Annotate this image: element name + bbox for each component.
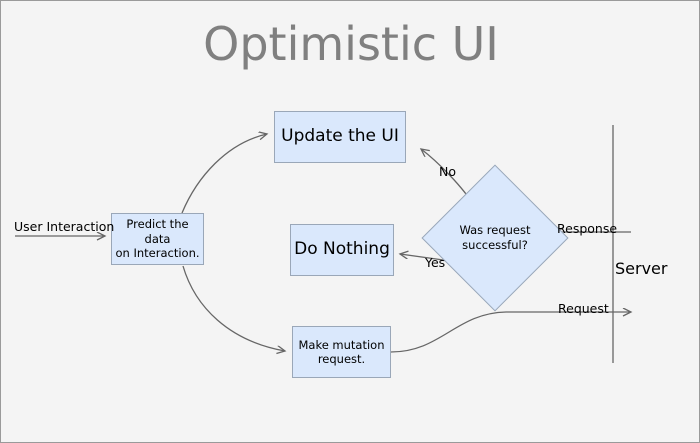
node-predict-the-data[interactable]: Predict the data on Interaction. xyxy=(111,213,204,265)
decision-line2: successful? xyxy=(462,238,528,252)
edge-label-request: Request xyxy=(558,301,609,316)
decision-line1: Was request xyxy=(459,223,531,238)
node-update-the-ui[interactable]: Update the UI xyxy=(274,111,406,163)
node-do-nothing-label: Do Nothing xyxy=(294,239,390,260)
node-make-mutation-line2: request. xyxy=(317,352,366,366)
node-make-mutation-line1: Make mutation xyxy=(298,337,385,352)
node-do-nothing[interactable]: Do Nothing xyxy=(290,224,394,276)
server-label: Server xyxy=(615,259,668,278)
page-title: Optimistic UI xyxy=(203,17,499,71)
edge-predict-to-make-mutation xyxy=(182,265,285,351)
node-predict-line1: Predict the data xyxy=(126,217,189,246)
node-make-mutation-request[interactable]: Make mutation request. xyxy=(292,326,391,378)
edge-make-mutation-to-request xyxy=(390,312,631,353)
decision-label: Was request successful? xyxy=(431,186,559,290)
node-decision-was-request-successful[interactable]: Was request successful? xyxy=(421,164,569,312)
edge-label-response: Response xyxy=(557,221,618,236)
edge-label-yes: Yes xyxy=(425,255,446,270)
node-predict-line2: on Interaction. xyxy=(115,246,200,261)
node-update-the-ui-label: Update the UI xyxy=(281,126,399,147)
edge-predict-to-update-ui xyxy=(181,134,267,214)
edge-label-user-interaction: User Interaction xyxy=(14,219,115,234)
edge-label-no: No xyxy=(439,164,456,179)
